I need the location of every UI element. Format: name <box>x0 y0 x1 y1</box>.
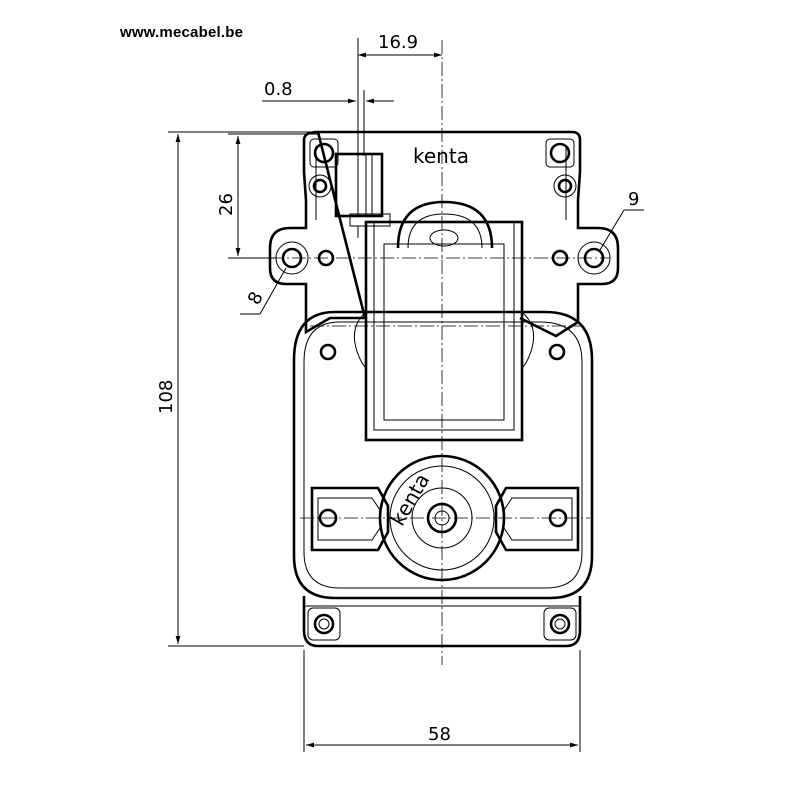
website-url: www.mecabel.be <box>120 24 244 41</box>
dim-large-hole-label: 9 <box>628 189 639 210</box>
dim-motor-offset-label: 16.9 <box>378 32 418 53</box>
gearbox-housing <box>292 310 594 600</box>
lower-base-plate <box>302 596 582 648</box>
hole-upper-left-small <box>308 174 332 198</box>
hole-upper-right-small <box>553 174 577 198</box>
dim-hole-spacing-label: 26 <box>216 193 237 216</box>
hole-left-inner <box>317 249 335 267</box>
upper-plate-holes <box>275 138 611 275</box>
hole-right-inner <box>551 249 569 267</box>
hole-top-right <box>545 138 575 168</box>
dim-large-hole-leader: 9 <box>599 189 644 251</box>
gearbox-side-holes <box>319 343 566 361</box>
hole-bottom-right <box>543 607 577 641</box>
dim-overall-height-label: 108 <box>156 380 177 414</box>
dim-small-hole-label: 8 <box>244 288 268 308</box>
dim-bracket-gap: 0.8 <box>262 79 394 156</box>
dim-bracket-gap-label: 0.8 <box>264 79 293 100</box>
dim-motor-offset: 16.9 <box>357 32 442 156</box>
output-hub <box>310 454 580 582</box>
dim-small-hole-leader: 8 <box>240 267 287 315</box>
dim-overall-width: 58 <box>303 650 581 752</box>
dim-hole-spacing: 26 <box>216 133 318 259</box>
hole-right-ear <box>577 241 611 275</box>
dim-overall-width-label: 58 <box>428 724 451 745</box>
motor-coil <box>353 200 535 442</box>
terminal-connector <box>334 152 391 238</box>
hole-top-left <box>309 138 339 168</box>
hole-bottom-left <box>307 607 341 641</box>
dim-overall-height: 108 <box>156 131 318 647</box>
base-plate-holes <box>307 607 577 641</box>
brand-label-top: kenta <box>413 144 469 168</box>
